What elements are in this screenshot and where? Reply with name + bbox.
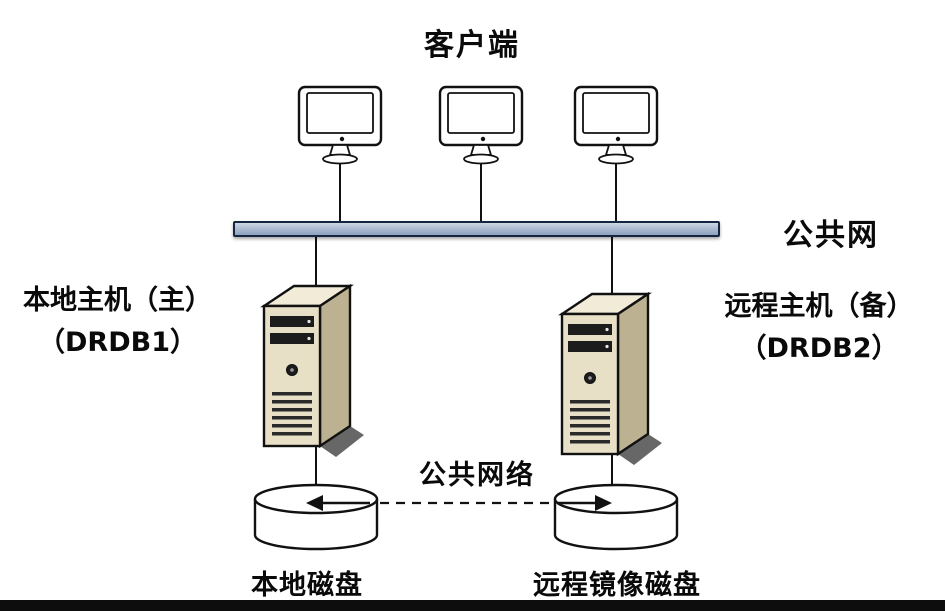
local-disk-label: 本地磁盘 <box>251 570 363 601</box>
client-monitor-icon <box>295 84 385 168</box>
right-host-id: （DRDB2） <box>739 333 899 364</box>
right-host-name: 远程主机（备） <box>724 291 914 322</box>
left-host-id: （DRDB1） <box>38 327 197 358</box>
client-monitor-icon <box>436 84 526 168</box>
remote-disk-label: 远程镜像磁盘 <box>533 570 701 601</box>
left-host-name: 本地主机（主） <box>23 285 212 316</box>
clients-title: 客户端 <box>424 28 520 63</box>
network-bus-bar <box>233 221 720 237</box>
local-disk-icon <box>253 483 379 555</box>
right-host-label: 远程主机（备） （DRDB2） <box>700 286 938 370</box>
remote-server-icon <box>556 284 671 469</box>
bottom-border-bar <box>0 600 945 611</box>
replication-label: 公共网络 <box>419 460 535 491</box>
local-server-icon <box>258 276 373 461</box>
remote-disk-icon <box>553 483 679 555</box>
left-host-label: 本地主机（主） （DRDB1） <box>5 280 230 364</box>
client-monitor-icon <box>571 84 661 168</box>
public-net-label: 公共网 <box>783 218 879 253</box>
